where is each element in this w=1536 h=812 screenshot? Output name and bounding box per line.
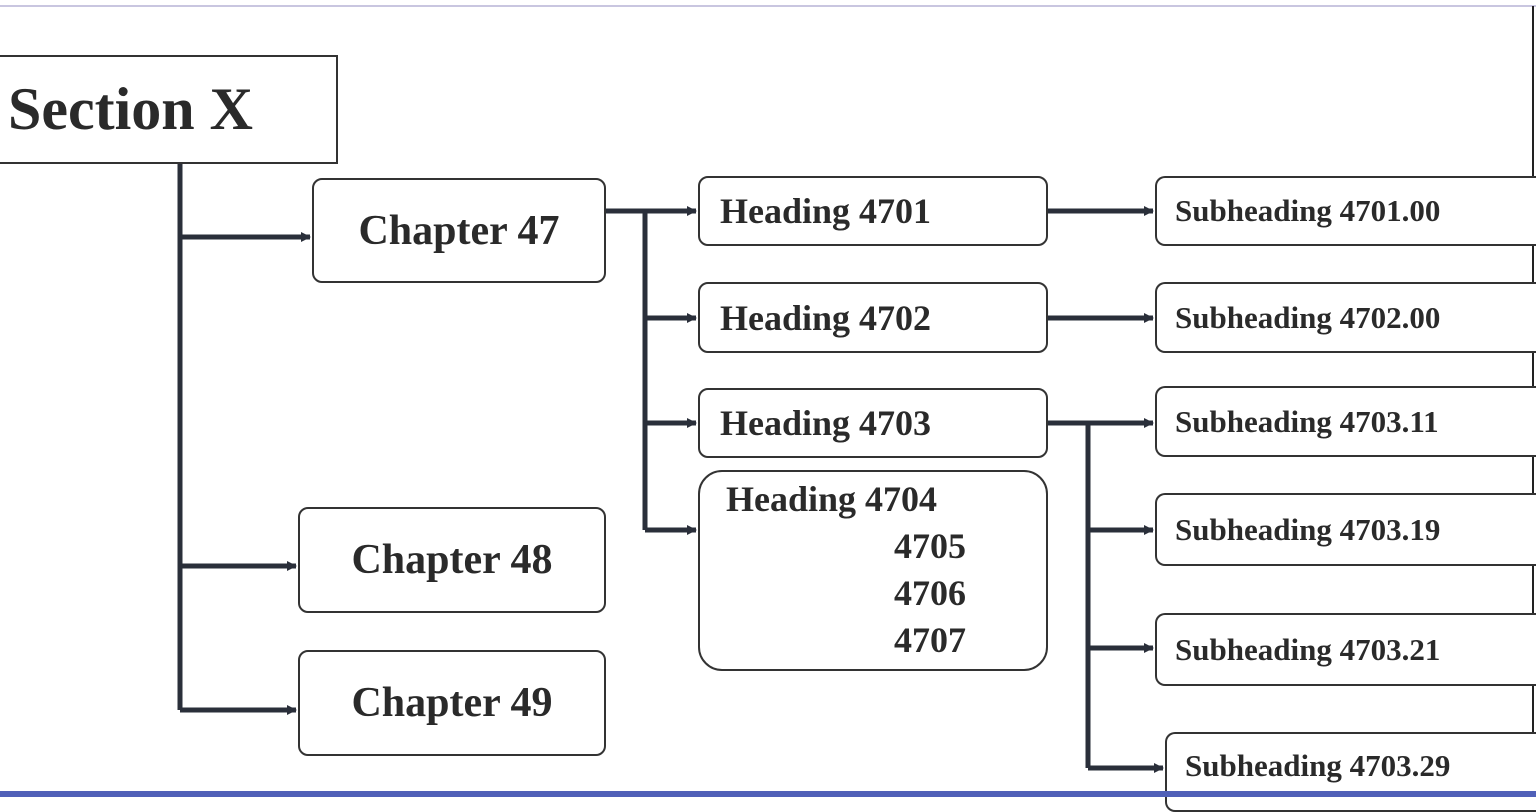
subheading-box: Subheading 4701.00 — [1155, 176, 1536, 246]
subheading-label: Subheading 4701.00 — [1175, 193, 1441, 228]
heading-label: Heading 4703 — [720, 403, 932, 443]
heading-label: Heading 4702 — [720, 297, 932, 338]
subheading-box: Subheading 4703.19 — [1155, 493, 1536, 566]
heading-number: 4706 — [894, 573, 966, 613]
subheading-label: Subheading 4702.00 — [1175, 299, 1441, 335]
frame-bottom-border — [0, 791, 1536, 797]
heading-box: Heading 4702 — [698, 282, 1048, 353]
chapter-box: Chapter 47 — [312, 178, 606, 283]
subheading-label: Subheading 4703.19 — [1175, 511, 1441, 547]
subheading-box: Subheading 4703.29 — [1165, 732, 1536, 812]
frame-top-border — [0, 5, 1536, 7]
heading-group-label: Heading 4704 — [726, 479, 938, 519]
heading-box: Heading 4701 — [698, 176, 1048, 246]
heading-number: 4707 — [894, 620, 966, 660]
subheading-label: Subheading 4703.11 — [1175, 403, 1439, 439]
heading-number: 4705 — [894, 526, 966, 566]
subheading-box: Subheading 4703.21 — [1155, 613, 1536, 686]
chapter-label: Chapter 49 — [351, 680, 553, 726]
section-box: Section X — [0, 55, 338, 164]
subheading-box: Subheading 4702.00 — [1155, 282, 1536, 353]
subheading-label: Subheading 4703.21 — [1175, 631, 1441, 667]
heading-label: Heading 4701 — [720, 191, 932, 231]
heading-box: Heading 4703 — [698, 388, 1048, 458]
chapter-box: Chapter 48 — [298, 507, 606, 613]
chapter-label: Chapter 48 — [351, 537, 553, 583]
chapter-box: Chapter 49 — [298, 650, 606, 756]
subheading-label: Subheading 4703.29 — [1185, 748, 1451, 783]
section-label: Section X — [8, 76, 253, 142]
subheading-box: Subheading 4703.11 — [1155, 386, 1536, 457]
chapter-label: Chapter 47 — [358, 207, 560, 254]
heading-group-box: Heading 4704 4705 4706 4707 — [698, 470, 1048, 671]
